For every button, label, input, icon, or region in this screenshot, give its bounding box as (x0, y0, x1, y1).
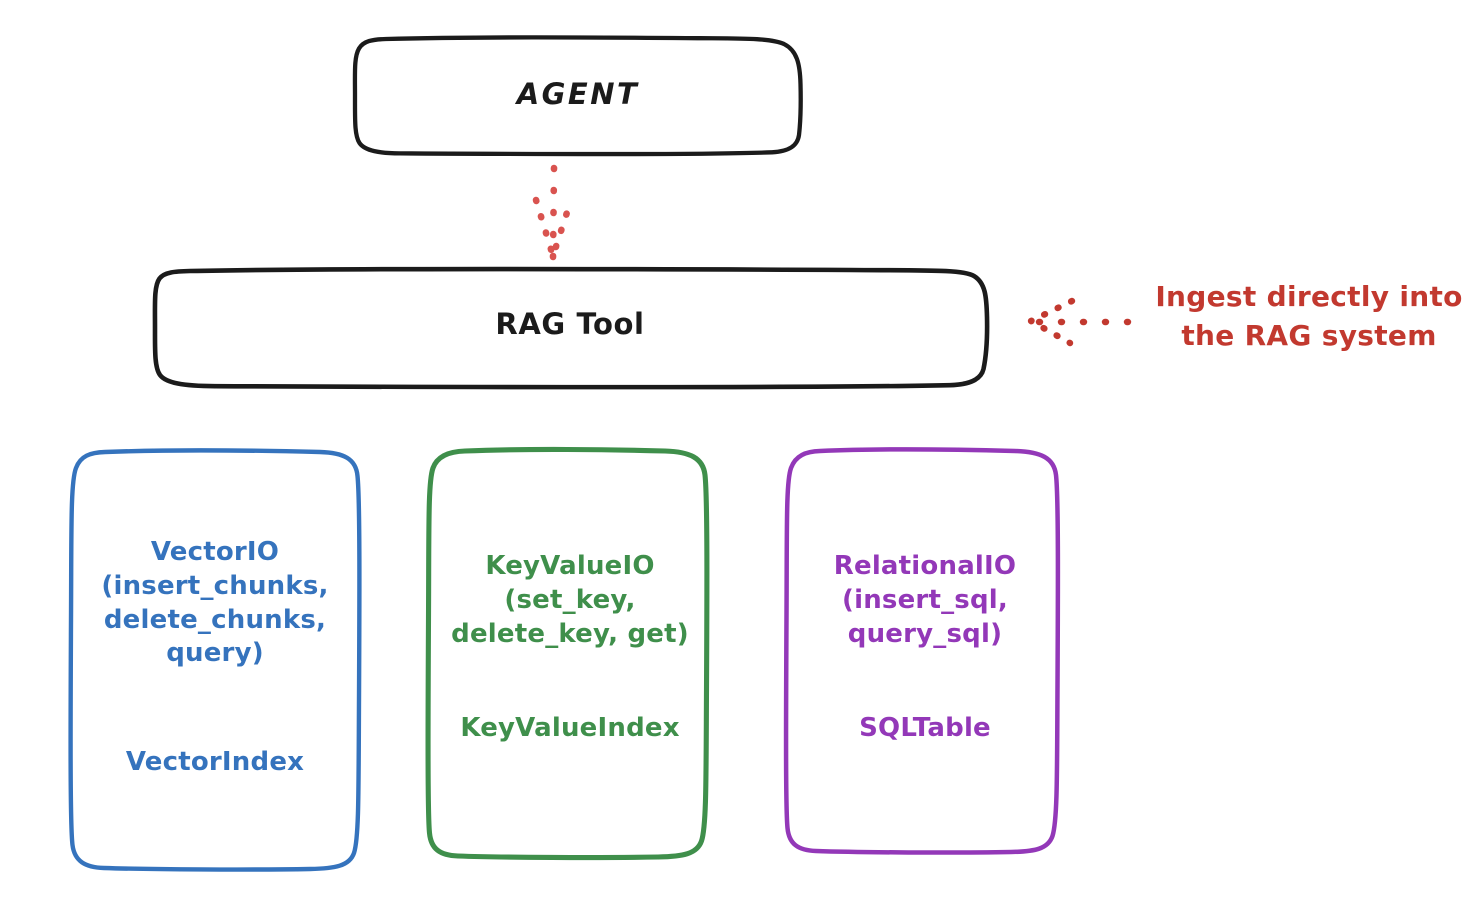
agent-to-rag-arrow-shaft (549, 164, 558, 262)
agent-box-outline (352, 35, 803, 157)
rag-tool-node[interactable] (152, 266, 990, 390)
relational-io-node[interactable] (783, 447, 1061, 855)
key-value-io-box-outline (425, 446, 710, 861)
agent-node[interactable] (352, 35, 803, 157)
rag-tool-box-outline (152, 266, 990, 390)
ingest-annotation-arrow (1027, 297, 1132, 347)
ingest-arrowhead (1027, 297, 1076, 347)
key-value-io-node[interactable] (425, 446, 710, 861)
vector-io-box-outline (68, 448, 362, 872)
agent-to-rag-arrowhead (532, 196, 575, 260)
relational-io-box-outline (783, 447, 1061, 855)
vector-io-node[interactable] (68, 448, 362, 872)
ingest-annotation-label: Ingest directly into the RAG system (1155, 280, 1463, 352)
agent-to-rag-arrow (532, 164, 575, 262)
